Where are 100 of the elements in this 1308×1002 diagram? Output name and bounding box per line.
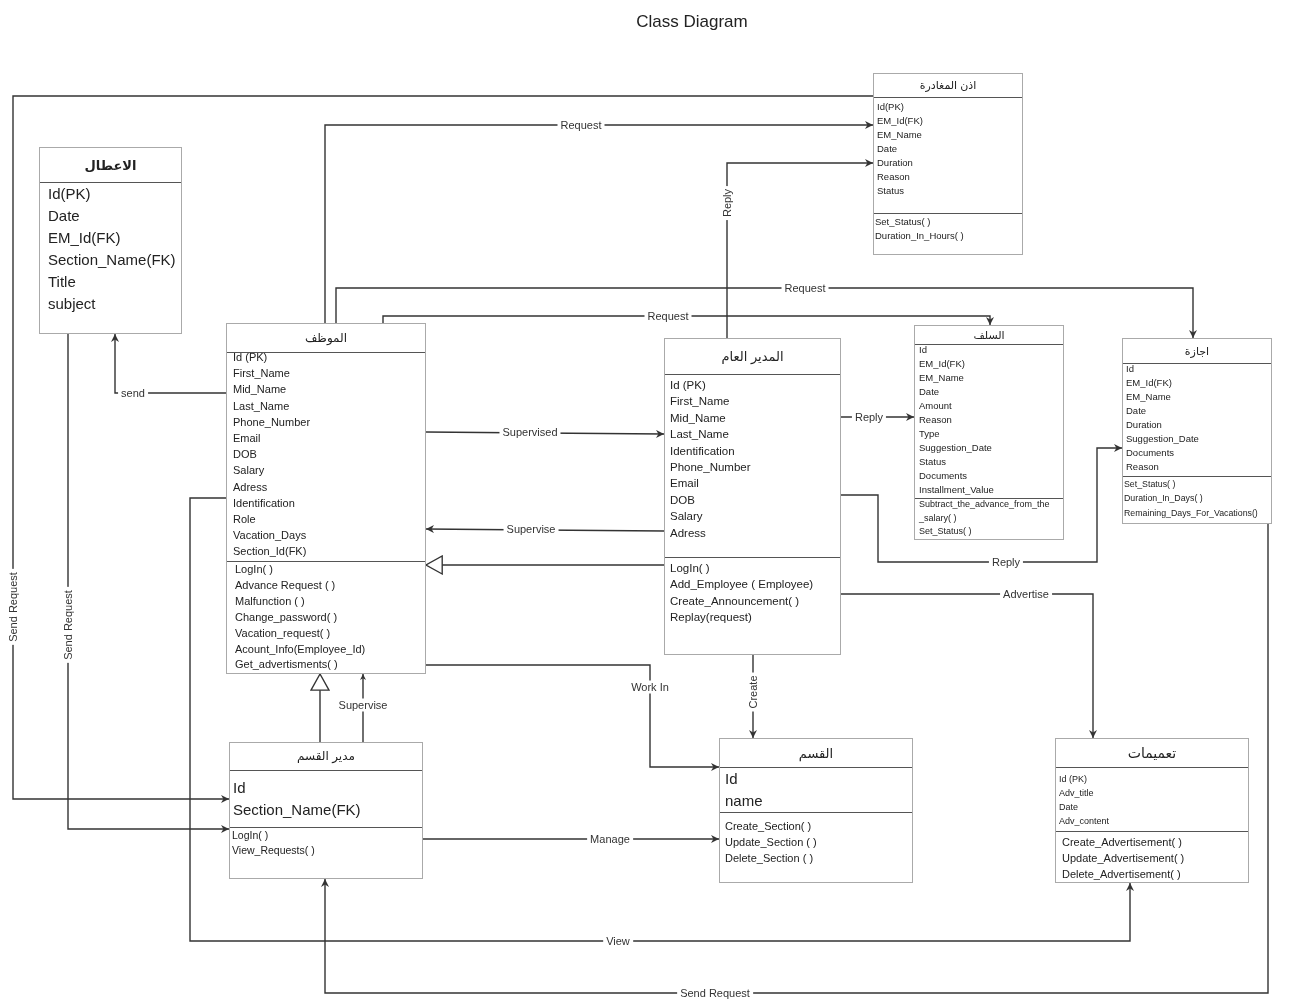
member-text: Date (1126, 404, 1147, 418)
arrow (335, 287, 1197, 339)
arrow (726, 159, 874, 339)
member-text: Phone_Number (670, 460, 751, 476)
member-text: Reason (1126, 460, 1159, 474)
member-text: Mid_Name (670, 410, 726, 426)
member-text: Suggestion_Date (919, 441, 992, 455)
attribute-list (915, 344, 1063, 498)
class-box (914, 325, 1064, 540)
member-text: Vacation_Days (233, 528, 307, 544)
class-title: الموظف (304, 330, 348, 345)
member-text: EM_Id(FK) (919, 357, 965, 371)
arrow (324, 121, 874, 324)
member-text: Reason (919, 413, 952, 427)
member-text: Documents (919, 469, 968, 483)
member-text: First_Name (670, 394, 730, 410)
class-title: المدير العام (721, 348, 784, 364)
diagram-title: Class Diagram (636, 12, 748, 32)
member-text: Update_Section ( ) (725, 835, 817, 850)
member-text: Date (48, 206, 80, 226)
member-text: First_Name (233, 366, 290, 382)
member-text: EM_Name (919, 371, 964, 385)
class-box (719, 738, 913, 883)
member-text: Acount_Info(Employee_Id) (235, 641, 366, 657)
arrow (321, 523, 1269, 994)
member-text: Adress (233, 479, 268, 495)
edge-label: Work In (628, 680, 672, 694)
class-box (229, 742, 423, 879)
member-text: Create_Section( ) (725, 819, 812, 834)
member-text: Set_Status( ) (875, 215, 931, 229)
class-title: تعميمات (1127, 744, 1177, 761)
member-text: Phone_Number (233, 414, 311, 430)
member-text: Amount (919, 399, 952, 413)
member-text: Date (919, 385, 940, 399)
arrow (425, 664, 720, 771)
member-text: Delete_Section ( ) (725, 851, 814, 866)
member-text: Change_password( ) (235, 609, 338, 625)
class-box (39, 147, 182, 334)
member-text: EM_Id(FK) (1126, 376, 1172, 390)
member-text: Adv_content (1059, 815, 1110, 828)
edge-label: Reply (720, 185, 734, 221)
member-text: DOB (670, 492, 695, 508)
member-text: name (725, 791, 763, 811)
member-text: Duration_In_Days( ) (1124, 492, 1203, 506)
member-text: Remaining_Days_For_Vacations() (1124, 506, 1258, 520)
edge-label: Send Request (677, 986, 753, 1000)
member-text: Installment_Value (919, 483, 994, 497)
member-text: Id (PK) (1059, 773, 1087, 786)
edge-label: Reply (988, 555, 1024, 569)
member-text: Identification (233, 495, 295, 511)
member-text: Malfunction ( ) (235, 593, 305, 609)
member-text: EM_Id(FK) (48, 228, 121, 248)
class-title: الاعطال (84, 157, 137, 172)
member-text: Suggestion_Date (1126, 432, 1199, 446)
edge-label: Advertise (1000, 587, 1052, 601)
edge-label: Send Request (61, 587, 75, 663)
edge-label: Request (644, 309, 692, 323)
edge-label: Send Request (6, 569, 20, 645)
member-text: Email (670, 476, 699, 492)
member-text: Salary (670, 509, 703, 525)
member-text: EM_Id(FK) (877, 114, 923, 128)
member-text: LogIn( ) (235, 562, 273, 577)
edge-label: Create (746, 672, 760, 712)
arrow (840, 444, 1123, 563)
member-text: Duration_In_Hours( ) (875, 229, 964, 243)
member-text: Role (233, 512, 256, 528)
arrow (422, 835, 720, 843)
member-text: Vacation_request( ) (235, 625, 331, 641)
member-text: Advance Request ( ) (235, 577, 336, 593)
member-text: EM_Name (877, 128, 922, 142)
edge-label: Supervised (499, 425, 561, 439)
member-text: Adress (670, 525, 706, 541)
member-text: Mid_Name (233, 382, 287, 398)
member-text: Identification (670, 443, 735, 459)
member-text: Update_Advertisement( ) (1062, 851, 1185, 866)
member-text: Date (1059, 801, 1078, 814)
member-text: Email (233, 431, 261, 446)
member-text: Set_Status( ) (1124, 478, 1176, 491)
edge-label: Request (781, 281, 829, 295)
member-text: Id (PK) (670, 378, 706, 393)
member-text: Id (725, 769, 738, 789)
class-title: مدير القسم (297, 749, 355, 763)
member-text: Status (877, 184, 904, 198)
member-text: Id (PK) (233, 350, 268, 365)
member-text: Set_Status( ) (919, 525, 972, 538)
member-text: LogIn( ) (232, 828, 269, 843)
member-text: Create_Advertisement( ) (1062, 835, 1182, 850)
member-text: Date (877, 142, 898, 156)
arrow (12, 95, 874, 803)
class-box (664, 338, 841, 655)
member-text: Reason (877, 170, 910, 184)
member-text: Last_Name (233, 398, 290, 414)
member-text: Delete_Advertisement( ) (1062, 867, 1181, 882)
member-text: Salary (233, 463, 265, 479)
member-text: Id (919, 343, 927, 357)
member-text: Last_Name (670, 427, 729, 443)
method-list (1056, 831, 1248, 882)
arrow (425, 555, 665, 575)
edge-label: Manage (587, 832, 633, 846)
member-text: Type (919, 427, 940, 441)
